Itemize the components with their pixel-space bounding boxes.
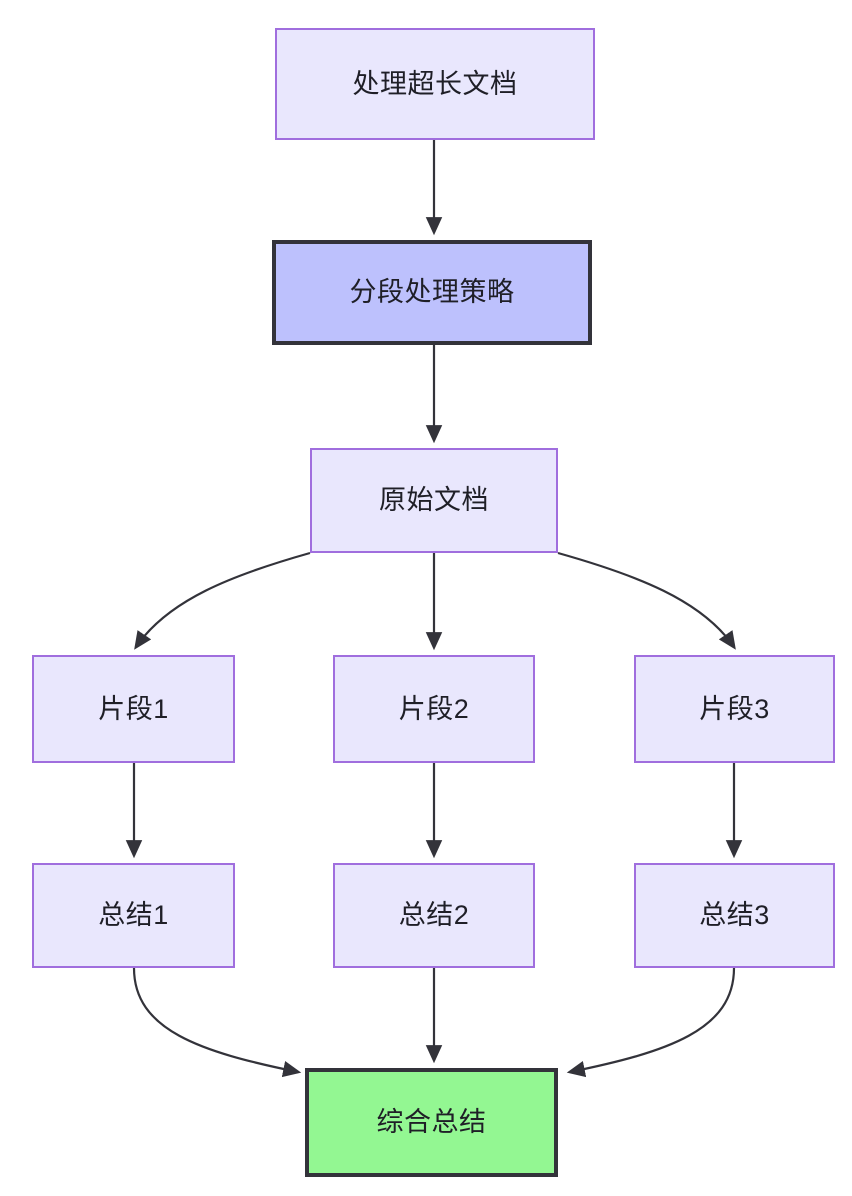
node-final[interactable]: 综合总结 [305,1068,558,1177]
node-label-doc: 处理超长文档 [352,68,518,99]
edge-sum1-to-final [132,967,302,1078]
node-chunk1[interactable]: 片段1 [32,655,235,763]
node-label-source: 原始文档 [379,485,489,516]
node-label-chunk2: 片段2 [398,693,470,724]
node-label-chunk3: 片段3 [699,693,770,724]
edge-source-to-chunk1 [134,551,311,650]
node-chunk2[interactable]: 片段2 [333,655,535,763]
node-source[interactable]: 原始文档 [310,448,558,553]
node-chunk3[interactable]: 片段3 [634,655,835,763]
node-doc[interactable]: 处理超长文档 [275,28,595,140]
node-label-sum3: 总结3 [699,900,770,931]
edge-sum3-to-final [566,967,736,1078]
node-label-sum2: 总结2 [398,900,470,931]
node-label-chunk1: 片段1 [98,693,169,724]
node-sum3[interactable]: 总结3 [634,863,835,968]
node-label-sum1: 总结1 [98,900,169,931]
node-strategy[interactable]: 分段处理策略 [272,240,592,345]
node-label-strategy: 分段处理策略 [349,277,515,308]
node-sum1[interactable]: 总结1 [32,863,235,968]
node-label-final: 综合总结 [376,1107,487,1138]
node-sum2[interactable]: 总结2 [333,863,535,968]
edge-source-to-chunk3 [557,551,736,650]
